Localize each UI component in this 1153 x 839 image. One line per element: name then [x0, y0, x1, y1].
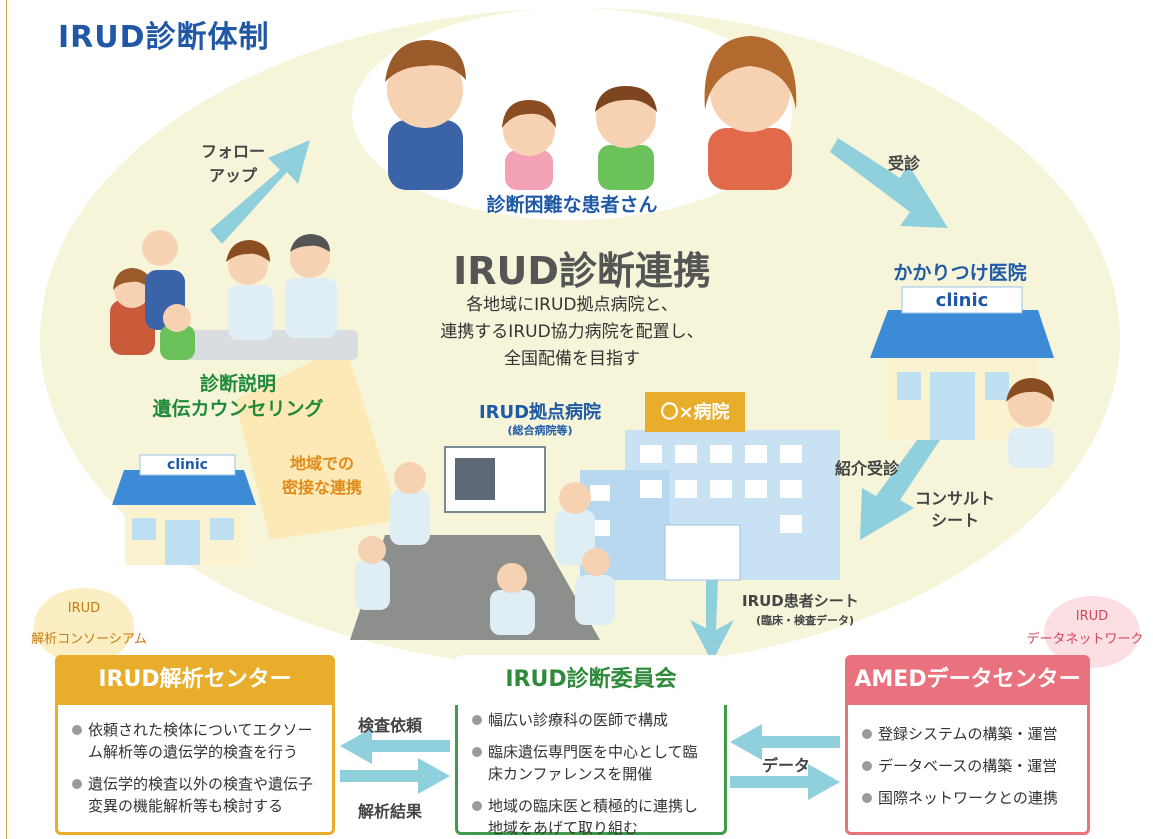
result-arrow [340, 758, 450, 794]
consortium-line2: 解析コンソーシアム [31, 632, 147, 647]
patient-sheet-sub: (臨床・検査データ) [756, 614, 855, 627]
list-item: 幅広い診療科の医師で構成 [472, 709, 710, 731]
list-item: 地域の臨床医と積極的に連携し地域をあげて取り組む [472, 795, 710, 839]
list-item: 臨床遺伝専門医を中心として臨床カンファレンスを開催 [472, 741, 710, 785]
kakaritsuke-clinic-sign: clinic [935, 290, 989, 311]
counseling-people [110, 230, 337, 360]
regional-label: 地域での 密接な連携 [262, 452, 382, 500]
data-label: データ [762, 756, 811, 775]
regional-line2: 密接な連携 [281, 478, 362, 497]
result-label: 解析結果 [358, 802, 423, 821]
network-line1: IRUD [1075, 609, 1109, 624]
kakaritsuke-label: かかりつけ医院 [893, 262, 1027, 284]
list-item: 国際ネットワークとの連携 [862, 787, 1073, 809]
list-item: 遺伝学的検査以外の検査や遺伝子変異の機能解析等も検討する [72, 773, 318, 817]
amed-list: 登録システムの構築・運営 データベースの構築・運営 国際ネットワークとの連携 [848, 723, 1087, 809]
counseling-line2: 遺伝カウンセリング [152, 398, 324, 420]
analysis-center-title: IRUD解析センター [55, 655, 335, 705]
followup-line2: アップ [208, 166, 257, 185]
small-clinic-sign: clinic [167, 457, 208, 473]
amed-box: AMEDデータセンター 登録システムの構築・運営 データベースの構築・運営 国際… [845, 655, 1090, 835]
committee-list: 幅広い診療科の医師で構成 臨床遺伝専門医を中心として臨床カンファレンスを開催 地… [458, 709, 724, 839]
followup-arrow [210, 140, 310, 244]
request-label: 検査依頼 [358, 716, 423, 735]
regional-line1: 地域での [289, 454, 354, 473]
visit-label: 受診 [888, 154, 921, 173]
patient-sheet-arrow [690, 578, 734, 662]
data-arrow [730, 764, 840, 800]
center-desc-line: 連携するIRUD協力病院を配置し、 [440, 322, 704, 342]
patient-sheet-label: IRUD患者シート [742, 592, 859, 610]
list-item: 依頼された検体についてエクソーム解析等の遺伝学的検査を行う [72, 719, 318, 763]
committee-box: IRUD診断委員会 幅広い診療科の医師で構成 臨床遺伝専門医を中心として臨床カン… [455, 655, 727, 837]
counseling-line1: 診断説明 [199, 373, 276, 395]
page-title: IRUD診断体制 [58, 20, 270, 55]
list-item: データベースの構築・運営 [862, 755, 1073, 777]
center-desc-line: 各地域にIRUD拠点病院と、 [466, 295, 678, 315]
referral-label: 紹介受診 [835, 459, 900, 478]
amed-title: AMEDデータセンター [845, 655, 1090, 705]
mother-figure [704, 36, 797, 190]
center-description: 各地域にIRUD拠点病院と、 連携するIRUD協力病院を配置し、 全国配備を目指… [392, 292, 752, 373]
committee-title: IRUD診断委員会 [455, 655, 727, 705]
visit-arrow [830, 138, 948, 228]
hospital-label: IRUD拠点病院 [478, 402, 602, 423]
conference-table [350, 535, 600, 640]
girl-figure [502, 100, 556, 190]
hospital-sub: (総合病院等) [507, 424, 573, 437]
counseling-label: 診断説明 遺伝カウンセリング [118, 372, 358, 422]
analysis-center-box: IRUD解析センター 依頼された検体についてエクソーム解析等の遺伝学的検査を行う… [55, 655, 335, 835]
center-title: IRUD診断連携 [453, 249, 711, 293]
consortium-line1: IRUD [67, 601, 101, 616]
family-label: 診断困難な患者さん [486, 194, 658, 216]
boy-figure [595, 86, 657, 190]
list-item: 登録システムの構築・運営 [862, 723, 1073, 745]
consult-line1: コンサルト [914, 489, 995, 508]
regional-link-wedge [235, 345, 400, 540]
consult-line2: シート [930, 511, 979, 530]
father-figure [385, 40, 466, 190]
center-desc-line: 全国配備を目指す [504, 349, 640, 369]
network-line2: データネットワーク [1026, 632, 1144, 647]
followup-line1: フォロー [200, 142, 265, 161]
followup-label: フォロー アップ [188, 140, 278, 188]
amed-to-committee-arrow [730, 724, 840, 760]
consult-sheet-label: コンサルト シート [905, 488, 1005, 532]
request-arrow [340, 728, 450, 764]
consortium-badge: IRUD [34, 588, 134, 664]
analysis-center-list: 依頼された検体についてエクソーム解析等の遺伝学的検査を行う 遺伝学的検査以外の検… [58, 719, 332, 817]
hospital-sign: 〇×病院 [660, 402, 730, 423]
referral-arrow [860, 428, 940, 540]
side-rule [6, 0, 7, 839]
